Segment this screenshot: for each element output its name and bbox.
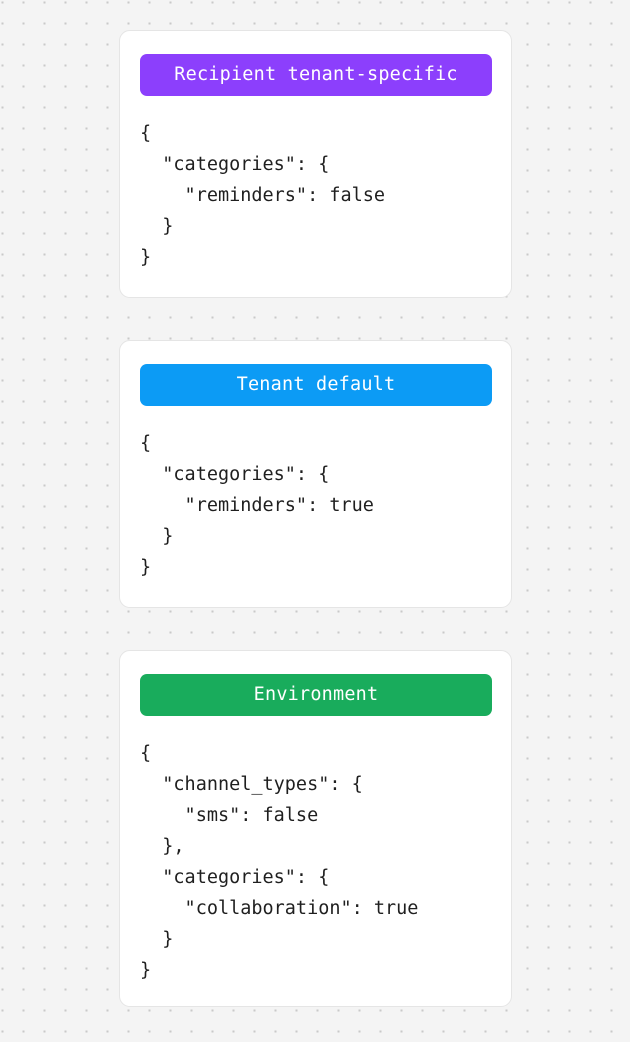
badge-recipient-tenant-specific: Recipient tenant-specific <box>140 54 492 96</box>
badge-tenant-default: Tenant default <box>140 364 492 406</box>
code-block-tenant-default: { "categories": { "reminders": true } } <box>140 433 374 578</box>
card-recipient-tenant-specific: Recipient tenant-specific { "categories"… <box>119 30 512 298</box>
card-tenant-default: Tenant default { "categories": { "remind… <box>119 340 512 608</box>
code-block-recipient-tenant-specific: { "categories": { "reminders": false } } <box>140 123 386 268</box>
card-environment: Environment { "channel_types": { "sms": … <box>119 650 512 1007</box>
code-block-environment: { "channel_types": { "sms": false }, "ca… <box>140 743 419 981</box>
badge-environment: Environment <box>140 674 492 716</box>
